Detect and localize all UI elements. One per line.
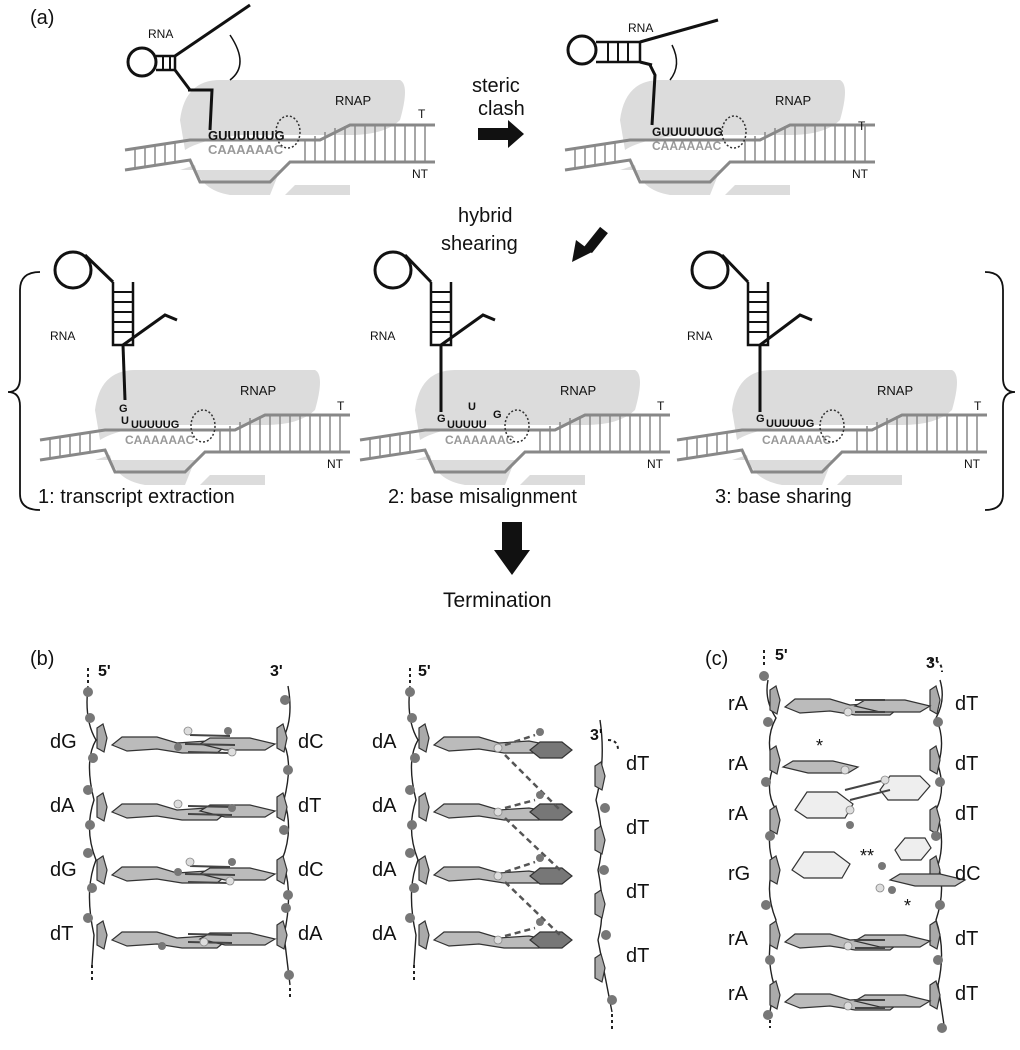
arrow1-line2: clash	[478, 98, 525, 120]
duplex-b-left: 5' 3' dG dA dG dT dC	[50, 663, 324, 1000]
state-3-complex: RNAP T NT CAAAAAAC G UUUUUG RNA	[676, 250, 987, 485]
t-strand-label: T	[418, 107, 426, 121]
svg-text:U: U	[468, 401, 476, 413]
rna-sequence: GUUUUUUG	[208, 128, 285, 143]
state-1-caption: 1: transcript extraction	[38, 486, 235, 508]
b2-left-3: dA	[372, 923, 397, 945]
b2-left-0: dA	[372, 731, 397, 753]
b2-left-2: dA	[372, 859, 397, 881]
state-2-complex: RNAP T NT CAAAAAAC G U G UUUUU RNA	[359, 250, 670, 485]
steric-clash-arrow: steric clash	[472, 75, 525, 148]
panel-a-label: (a)	[30, 7, 54, 29]
b1-right-1: dT	[298, 795, 321, 817]
nt-strand-label-2: NT	[852, 167, 869, 181]
dna-sequence: CAAAAAAC	[208, 142, 284, 157]
c-left-3: rG	[728, 863, 750, 885]
termination-label: Termination	[443, 589, 552, 612]
c-right-4: dT	[955, 928, 978, 950]
duplex-c: 5' 3'	[728, 647, 981, 1033]
dna-sequence-2: CAAAAAAC	[652, 139, 722, 153]
rna-sequence-2: GUUUUUUG	[652, 125, 723, 139]
arrow2-line2: shearing	[441, 233, 518, 255]
nt-strand-label-3: NT	[327, 457, 344, 471]
left-brace	[7, 271, 41, 511]
svg-text:U: U	[121, 415, 129, 427]
nt-strand-label-4: NT	[647, 457, 664, 471]
rnap-label-2: RNAP	[775, 93, 811, 108]
panel-c-label: (c)	[705, 648, 728, 670]
b2-right-0: dT	[626, 753, 649, 775]
svg-text:UUUUU: UUUUU	[447, 419, 487, 431]
arrow1-line1: steric	[472, 75, 520, 97]
termination-arrow	[494, 522, 530, 575]
c-right-0: dT	[955, 693, 978, 715]
b1-left-2: dG	[50, 859, 77, 881]
rna-label-3: RNA	[50, 329, 75, 343]
svg-text:G: G	[493, 409, 502, 421]
dna-sequence-3: CAAAAAAC	[125, 433, 195, 447]
panel-b-label: (b)	[30, 648, 54, 670]
complex-top-left: RNAP T NT GUUUUUUG CAAAAAAC RNA	[124, 3, 435, 195]
state-2-caption: 2: base misalignment	[388, 486, 577, 508]
t-strand-label-5: T	[974, 399, 982, 413]
b2-left-1: dA	[372, 795, 397, 817]
rna-label-5: RNA	[687, 329, 712, 343]
complex-top-right: RNAP T NT GUUUUUUG CAAAAAAC RNA	[564, 18, 875, 195]
b2-five-prime: 5'	[418, 663, 431, 680]
c-right-5: dT	[955, 983, 978, 1005]
rnap-label-3: RNAP	[240, 383, 276, 398]
nt-strand-label: NT	[412, 167, 429, 181]
c-five-prime: 5'	[775, 647, 788, 664]
t-strand-label-4: T	[657, 399, 665, 413]
c-right-2: dT	[955, 803, 978, 825]
c-right-3: dC	[955, 863, 981, 885]
duplex-b-right: 5' 3' dA dA dA	[372, 663, 649, 1030]
c-star-bottom: *	[904, 896, 911, 916]
b2-right-1: dT	[626, 817, 649, 839]
b1-left-1: dA	[50, 795, 75, 817]
svg-text:G: G	[437, 413, 446, 425]
svg-text:G: G	[756, 413, 765, 425]
b2-right-3: dT	[626, 945, 649, 967]
svg-text:G: G	[119, 403, 128, 415]
state-3-caption: 3: base sharing	[715, 486, 852, 508]
c-double-star: **	[860, 846, 874, 866]
c-star-top: *	[816, 736, 823, 756]
b1-right-3: dA	[298, 923, 323, 945]
rna-label: RNA	[148, 27, 173, 41]
nt-strand-label-5: NT	[964, 457, 981, 471]
rna-label-2: RNA	[628, 21, 653, 35]
rnap-label-4: RNAP	[560, 383, 596, 398]
c-left-1: rA	[728, 753, 749, 775]
dna-sequence-5: CAAAAAAC	[762, 433, 832, 447]
t-strand-label-3: T	[337, 399, 345, 413]
c-right-1: dT	[955, 753, 978, 775]
arrow2-line1: hybrid	[458, 205, 512, 227]
right-brace	[984, 271, 1016, 511]
state-1-complex: RNAP T NT CAAAAAAC G U UUUUUG RNA	[39, 250, 350, 485]
c-three-prime: 3'	[926, 655, 939, 672]
b1-right-2: dC	[298, 859, 324, 881]
hybrid-shearing-arrow: hybrid shearing	[441, 205, 608, 262]
b1-right-0: dC	[298, 731, 324, 753]
b1-left-0: dG	[50, 731, 77, 753]
c-left-4: rA	[728, 928, 749, 950]
b2-right-2: dT	[626, 881, 649, 903]
b-three-prime: 3'	[270, 663, 283, 680]
rnap-label: RNAP	[335, 93, 371, 108]
b2-three-prime: 3'	[590, 727, 603, 744]
svg-text:UUUUUG: UUUUUG	[131, 419, 179, 431]
b-five-prime: 5'	[98, 663, 111, 680]
b1-left-3: dT	[50, 923, 73, 945]
rnap-label-5: RNAP	[877, 383, 913, 398]
t-strand-label-2: T	[858, 119, 866, 133]
c-left-2: rA	[728, 803, 749, 825]
svg-text:UUUUUG: UUUUUG	[766, 418, 814, 430]
rna-label-4: RNA	[370, 329, 395, 343]
dna-sequence-4: CAAAAAAC	[445, 433, 515, 447]
c-left-0: rA	[728, 693, 749, 715]
c-left-5: rA	[728, 983, 749, 1005]
